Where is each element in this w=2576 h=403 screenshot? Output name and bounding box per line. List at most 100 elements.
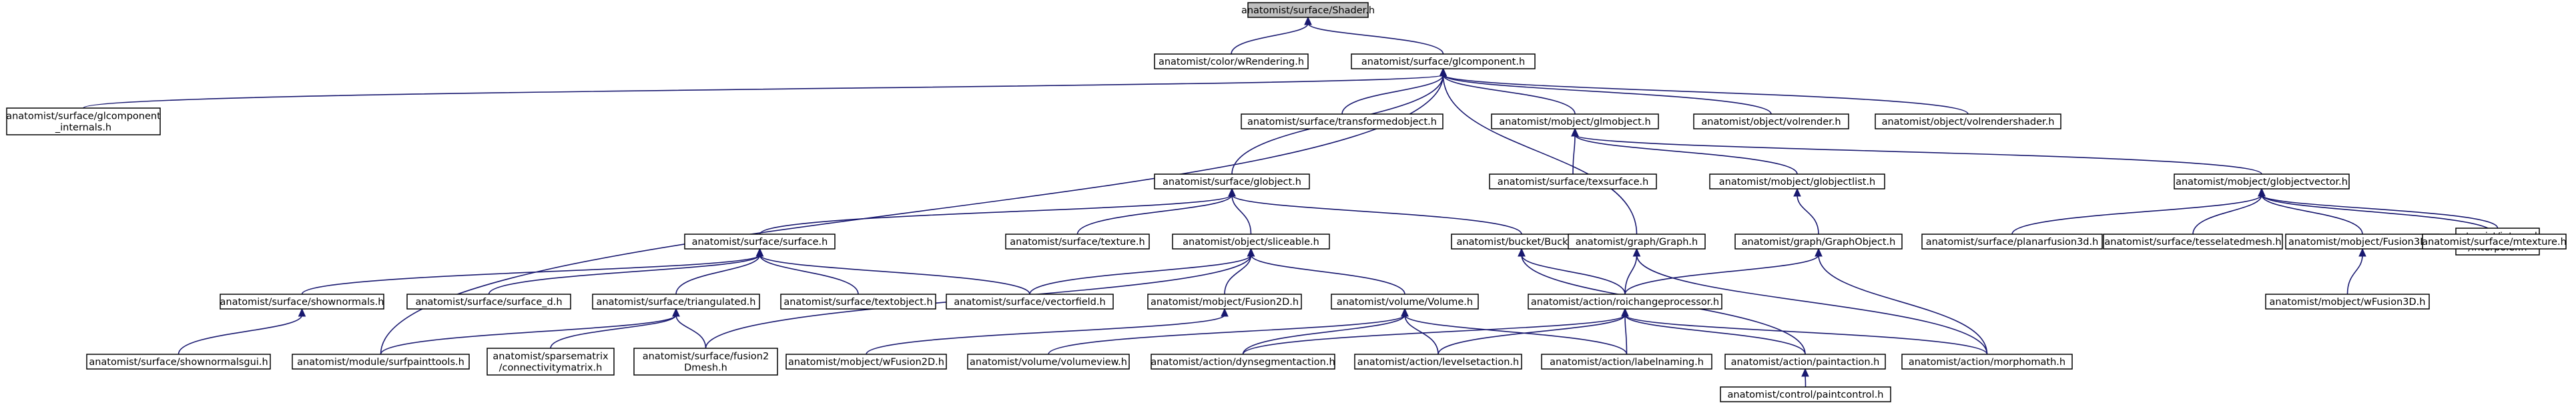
- node-graphobject[interactable]: anatomist/graph/GraphObject.h: [1734, 234, 1903, 250]
- edge-graph-to-morphomath: [1632, 248, 1988, 355]
- node-roichangeprocessor[interactable]: anatomist/action/roichangeprocessor.h: [1528, 294, 1722, 310]
- node-label: anatomist/surface/tesselatedmesh.h: [2104, 237, 2281, 248]
- node-mtexture[interactable]: anatomist/surface/mtexture.h: [2422, 234, 2567, 250]
- node-box: [2422, 234, 2567, 250]
- node-colorwrendering[interactable]: anatomist/color/wRendering.h: [1154, 53, 1309, 69]
- node-fusion2d[interactable]: anatomist/mobject/Fusion2D.h: [1147, 294, 1302, 310]
- node-box: [1568, 234, 1706, 250]
- node-fusion3d[interactable]: anatomist/mobject/Fusion3D.h: [2285, 234, 2440, 250]
- node-texsurface[interactable]: anatomist/surface/texsurface.h: [1489, 173, 1657, 189]
- node-box: [785, 354, 947, 370]
- node-label: anatomist/action/paintaction.h: [1731, 357, 1880, 368]
- node-label: anatomist/surface/surface.h: [692, 237, 828, 248]
- node-dynsegmentaction[interactable]: anatomist/action/dynsegmentaction.h: [1151, 354, 1335, 370]
- node-glmobject[interactable]: anatomist/mobject/glmobject.h: [1491, 113, 1659, 129]
- node-label: anatomist/surface/glcomponent: [6, 111, 161, 122]
- node-labelnaming[interactable]: anatomist/action/labelnaming.h: [1541, 354, 1712, 370]
- node-box: [1724, 354, 1886, 370]
- edge-glcomponent-to-glmobject: [1439, 67, 1576, 115]
- node-box: [1154, 173, 1310, 189]
- node-shownormals[interactable]: anatomist/surface/shownormals.h: [220, 294, 384, 310]
- node-label: anatomist/color/wRendering.h: [1159, 57, 1304, 67]
- node-label: anatomist/surface/shownormalsgui.h: [89, 357, 268, 368]
- node-glcomponent[interactable]: anatomist/surface/glcomponent.h: [1351, 53, 1536, 69]
- edge-triangulated-to-sparsematrix: [550, 308, 680, 349]
- node-volrender[interactable]: anatomist/object/volrender.h: [1693, 113, 1849, 129]
- node-sparsematrix[interactable]: anatomist/sparsematrix/connectivitymatri…: [487, 348, 615, 376]
- node-box: [1875, 113, 2061, 129]
- edge-glcomponent-to-volrendershader: [1439, 67, 1969, 115]
- node-label: anatomist/action/labelnaming.h: [1550, 357, 1704, 368]
- node-wfusion3d[interactable]: anatomist/mobject/wFusion3D.h: [2265, 294, 2430, 310]
- edge-globject-to-texture: [1076, 187, 1236, 235]
- node-vectorfield[interactable]: anatomist/surface/vectorfield.h: [946, 294, 1114, 310]
- node-label: anatomist/surface/transformedobject.h: [1247, 117, 1437, 127]
- node-volume[interactable]: anatomist/volume/Volume.h: [1331, 294, 1479, 310]
- edge-roichangeprocessor-to-paintaction: [1621, 308, 1806, 355]
- node-box: [1154, 53, 1309, 69]
- node-paintaction[interactable]: anatomist/action/paintaction.h: [1724, 354, 1886, 370]
- edge-shader-to-glcomponent: [1304, 16, 1444, 55]
- node-planarfusion3d[interactable]: anatomist/surface/planarfusion3d.h: [1921, 234, 2103, 250]
- node-label: anatomist/mobject/wFusion2D.h: [788, 357, 944, 368]
- node-glcomponent_internals[interactable]: anatomist/surface/glcomponent_internals.…: [6, 107, 161, 135]
- node-globjectlist[interactable]: anatomist/mobject/globjectlist.h: [1709, 173, 1885, 189]
- node-label: anatomist/surface/surface_d.h: [415, 297, 562, 308]
- node-box: [1693, 113, 1849, 129]
- node-label: anatomist/surface/texture.h: [1010, 237, 1145, 248]
- node-label: anatomist/surface/Shader.h: [1241, 5, 1375, 16]
- node-label: anatomist/surface/shownormals.h: [220, 297, 384, 308]
- node-sliceable[interactable]: anatomist/object/sliceable.h: [1172, 234, 1330, 250]
- node-label: anatomist/surface/triangulated.h: [597, 297, 756, 308]
- edge-globject-to-bucket: [1228, 187, 1522, 235]
- node-globjectvector[interactable]: anatomist/mobject/globjectvector.h: [2174, 173, 2350, 189]
- node-box: [1901, 354, 2073, 370]
- node-volumeview[interactable]: anatomist/volume/volumeview.h: [967, 354, 1130, 370]
- node-surfpainttools[interactable]: anatomist/module/surfpainttools.h: [292, 354, 470, 370]
- node-box: [967, 354, 1130, 370]
- edge-globjectlist-to-graphobject: [1793, 187, 1819, 235]
- node-label: anatomist/sparsematrix: [493, 352, 609, 362]
- node-graph[interactable]: anatomist/graph/Graph.h: [1568, 234, 1706, 250]
- node-transformedobject[interactable]: anatomist/surface/transformedobject.h: [1241, 113, 1443, 129]
- node-morphomath[interactable]: anatomist/action/morphomath.h: [1901, 354, 2073, 370]
- node-label: anatomist/mobject/Fusion2D.h: [1151, 297, 1299, 308]
- edge-paintaction-to-paintcontrol: [1801, 368, 1809, 388]
- node-box: [1005, 234, 1150, 250]
- edge-globjectvector-to-planarfusion3d: [2011, 187, 2266, 235]
- node-label: anatomist/mobject/wFusion3D.h: [2270, 297, 2426, 308]
- node-surface_d[interactable]: anatomist/surface/surface_d.h: [406, 294, 571, 310]
- node-box: [1147, 294, 1302, 310]
- node-box: [1709, 173, 1885, 189]
- node-shownormalsgui[interactable]: anatomist/surface/shownormalsgui.h: [86, 354, 271, 370]
- edge-volume-to-dynsegmentaction: [1242, 308, 1409, 355]
- node-box: [1528, 294, 1722, 310]
- node-surface[interactable]: anatomist/surface/surface.h: [684, 234, 836, 250]
- edge-roichangeprocessor-to-dynsegmentaction: [1242, 308, 1629, 355]
- node-box: [6, 107, 161, 135]
- node-globject[interactable]: anatomist/surface/globject.h: [1154, 173, 1310, 189]
- node-textobject[interactable]: anatomist/surface/textobject.h: [780, 294, 936, 310]
- node-tesselatedmesh[interactable]: anatomist/surface/tesselatedmesh.h: [2103, 234, 2283, 250]
- node-label: /connectivitymatrix.h: [499, 363, 603, 374]
- node-label: anatomist/surface/textobject.h: [783, 297, 932, 308]
- edge-bucket-to-roichangeprocessor: [1518, 248, 1626, 295]
- node-box: [1921, 234, 2103, 250]
- node-levelsetaction[interactable]: anatomist/action/levelsetaction.h: [1354, 354, 1522, 370]
- node-triangulated[interactable]: anatomist/surface/triangulated.h: [592, 294, 760, 310]
- node-label: _internals.h: [55, 123, 111, 133]
- node-texture[interactable]: anatomist/surface/texture.h: [1005, 234, 1150, 250]
- node-wfusion2d[interactable]: anatomist/mobject/wFusion2D.h: [785, 354, 947, 370]
- node-box: [1331, 294, 1479, 310]
- node-shader[interactable]: anatomist/surface/Shader.h: [1241, 2, 1375, 18]
- node-box: [633, 348, 778, 376]
- node-box: [487, 348, 615, 376]
- node-volrendershader[interactable]: anatomist/object/volrendershader.h: [1875, 113, 2061, 129]
- node-box: [1354, 354, 1522, 370]
- node-label: anatomist/module/surfpainttools.h: [297, 357, 464, 368]
- node-paintcontrol[interactable]: anatomist/control/paintcontrol.h: [1720, 386, 1891, 402]
- edge-triangulated-to-fusion2dmesh: [672, 308, 707, 349]
- node-box: [592, 294, 760, 310]
- edge-glcomponent-to-graph: [1439, 67, 1638, 235]
